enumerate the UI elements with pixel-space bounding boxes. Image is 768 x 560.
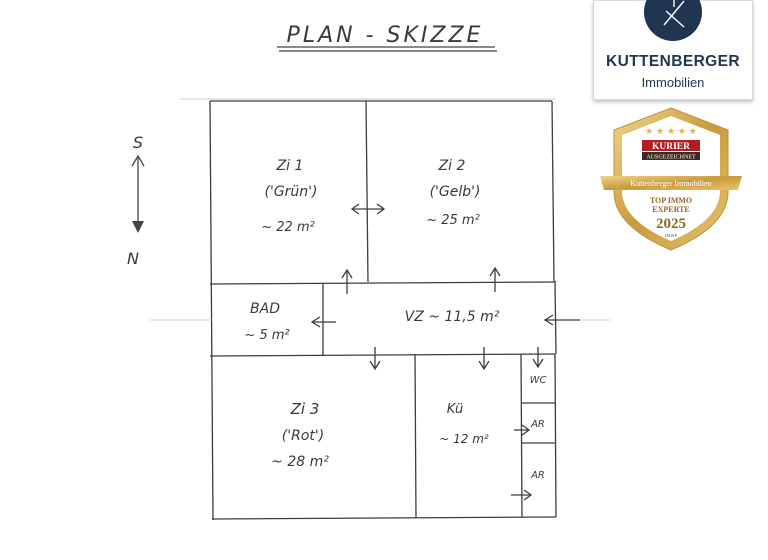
company-logo: KUTTENBERGER Immobilien bbox=[593, 0, 753, 100]
seal-kurier: KURIER bbox=[652, 142, 690, 152]
logo-brand-name: KUTTENBERGER bbox=[606, 53, 740, 70]
seal-ausgezeichnet-bg bbox=[642, 152, 700, 160]
seal-year: 2025 bbox=[656, 216, 686, 232]
floor-plan-walls bbox=[150, 98, 610, 521]
room-bad-name: BAD bbox=[250, 301, 280, 317]
compass-up-arrowhead bbox=[131, 154, 145, 167]
seal-line2: EXPERTE bbox=[652, 205, 690, 214]
room-wc-name: WC bbox=[530, 375, 547, 386]
svg-text:★ ★ ★ ★ ★: ★ ★ ★ ★ ★ bbox=[645, 127, 697, 137]
room-ar1-name: AR bbox=[530, 419, 545, 430]
room-zi2-color: ('Gelb') bbox=[430, 184, 481, 200]
room-ku-area: ~ 12 m² bbox=[439, 432, 489, 446]
room-ar2-name: AR bbox=[530, 470, 545, 481]
room-vz-label: VZ ~ 11,5 m² bbox=[405, 309, 500, 325]
seal-line1: TOP IMMO bbox=[650, 196, 692, 205]
room-zi1-color: ('Grün') bbox=[265, 184, 318, 200]
compass-south-label: S bbox=[133, 133, 143, 152]
compass-north-label: N bbox=[127, 249, 139, 268]
seal-kurier-bg bbox=[642, 140, 700, 151]
room-zi3-area: ~ 28 m² bbox=[271, 454, 329, 470]
seal-company: Kuttenberger Immobilien bbox=[630, 179, 711, 188]
seal-stars-icon: ★ ★ ★ ★ ★ bbox=[645, 127, 697, 137]
room-bad-area: ~ 5 m² bbox=[244, 328, 289, 343]
room-zi2-name: Zi 2 bbox=[438, 158, 466, 174]
room-zi3-color: ('Rot') bbox=[282, 428, 324, 444]
room-zi1-area: ~ 22 m² bbox=[261, 220, 315, 235]
room-zi1-name: Zi 1 bbox=[276, 158, 304, 174]
compass-down-arrowhead bbox=[132, 221, 144, 233]
logo-emblem-icon bbox=[644, 0, 702, 41]
seal-ausgezeichnet: AUSGEZEICHNET bbox=[646, 155, 696, 161]
logo-brand-subtitle: Immobilien bbox=[641, 75, 705, 90]
room-zi3-name: Zi 3 bbox=[290, 400, 320, 418]
award-seal: ★ ★ ★ ★ ★ KURIER AUSGEZEICHNET Kuttenber… bbox=[600, 107, 742, 251]
seal-imwf: IMWF bbox=[665, 233, 678, 238]
plan-title: PLAN - SKIZZE bbox=[287, 23, 484, 48]
room-ku-name: Kü bbox=[447, 402, 463, 417]
door-arrows bbox=[310, 266, 580, 501]
seal-ribbon bbox=[600, 176, 742, 190]
connecting-double-arrow bbox=[350, 203, 386, 215]
room-zi2-area: ~ 25 m² bbox=[426, 213, 480, 228]
